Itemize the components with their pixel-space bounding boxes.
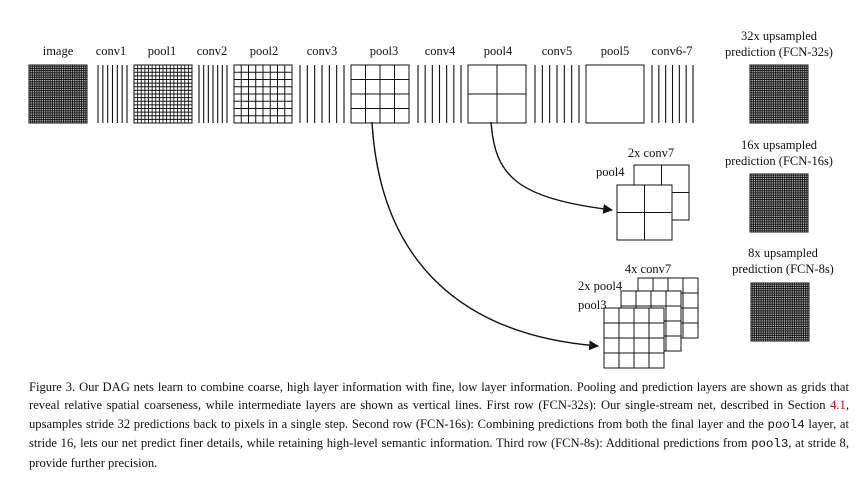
output-fcn8-label-line1: 8x upsampled (748, 246, 819, 260)
row2-pool4-grid (616, 184, 673, 241)
layer-label-pool1: pool1 (148, 44, 176, 58)
layer-pool3-grid (350, 64, 410, 124)
caption-code-pool4: pool4 (767, 417, 805, 432)
caption-text-4: , at stride 8, provide further precision… (29, 436, 850, 470)
layer-label-conv2: conv2 (197, 44, 228, 58)
layer-image-grid (28, 64, 88, 124)
row3-side-label: pool3 (578, 298, 606, 312)
output-fcn32-label-line1: 32x upsampled (741, 29, 818, 43)
caption-text-3: layer, at stride 16, lets our net predic… (29, 416, 849, 451)
layer-conv3-lines (299, 65, 345, 123)
layer-conv1-lines (97, 65, 128, 123)
layer-pool2-grid (233, 64, 293, 124)
output-fcn16-label-line1: 16x upsampled (741, 138, 818, 152)
layer-conv5-lines (534, 65, 580, 123)
pool3-skip-arrow (371, 121, 599, 351)
layer-pool1-grid (133, 64, 193, 124)
output-fcn8-label-line2: prediction (FCN-8s) (732, 262, 834, 276)
layer-conv6-7-lines (651, 65, 694, 123)
layer-pool4-grid (467, 64, 527, 124)
output-fcn32-grid (749, 64, 809, 124)
layer-label-conv3: conv3 (307, 44, 338, 58)
row3-pool3-grid (603, 307, 665, 369)
caption-text-1: Figure 3. Our DAG nets learn to combine … (29, 380, 849, 413)
output-fcn16-label-line2: prediction (FCN-16s) (725, 154, 833, 168)
output-fcn8-grid (750, 282, 810, 342)
output-fcn32-label-line2: prediction (FCN-32s) (725, 45, 833, 59)
fcn-architecture-diagram: image conv1 pool1 conv2 pool2 conv3 pool… (28, 29, 834, 369)
row3-top-label: 4x conv7 (625, 262, 671, 276)
row2-top-label: 2x conv7 (628, 146, 674, 160)
layer-conv4-lines (417, 65, 462, 123)
layer-label-conv1: conv1 (96, 44, 127, 58)
layer-label-conv5: conv5 (542, 44, 573, 58)
layer-label-conv6-7: conv6-7 (652, 44, 693, 58)
figure-caption: Figure 3. Our DAG nets learn to combine … (29, 378, 849, 472)
layer-label-conv4: conv4 (425, 44, 456, 58)
layer-label-image: image (43, 44, 74, 58)
output-fcn16-grid (749, 173, 809, 233)
layer-label-pool3: pool3 (370, 44, 398, 58)
section-reference-link[interactable]: 4.1 (830, 398, 846, 413)
pool4-skip-arrow (490, 121, 613, 214)
layer-label-pool2: pool2 (250, 44, 278, 58)
layer-pool5-grid (585, 64, 645, 124)
caption-code-pool3: pool3 (751, 437, 789, 452)
layer-label-pool5: pool5 (601, 44, 629, 58)
row3-mid-label: 2x pool4 (578, 279, 623, 293)
caption-text-2: , upsamples stride 32 predictions back t… (29, 398, 849, 431)
layer-conv2-lines (198, 65, 228, 123)
layer-label-pool4: pool4 (484, 44, 513, 58)
row2-side-label: pool4 (596, 165, 625, 179)
